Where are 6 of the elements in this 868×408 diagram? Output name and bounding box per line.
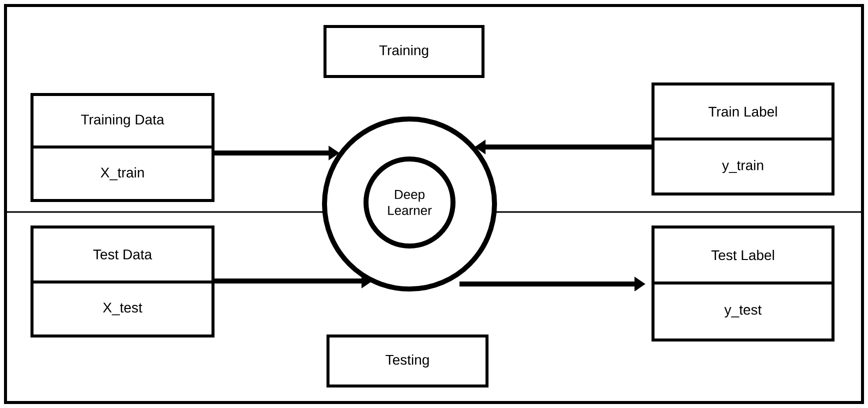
label-box: Training (324, 25, 484, 78)
split-box: Training Data X_train (30, 93, 214, 202)
split-box: Test Data X_test (30, 226, 214, 338)
split-box: Test Label y_test (652, 226, 834, 342)
label-box: Testing (326, 334, 488, 388)
split-box: Train Label y_train (652, 82, 834, 196)
